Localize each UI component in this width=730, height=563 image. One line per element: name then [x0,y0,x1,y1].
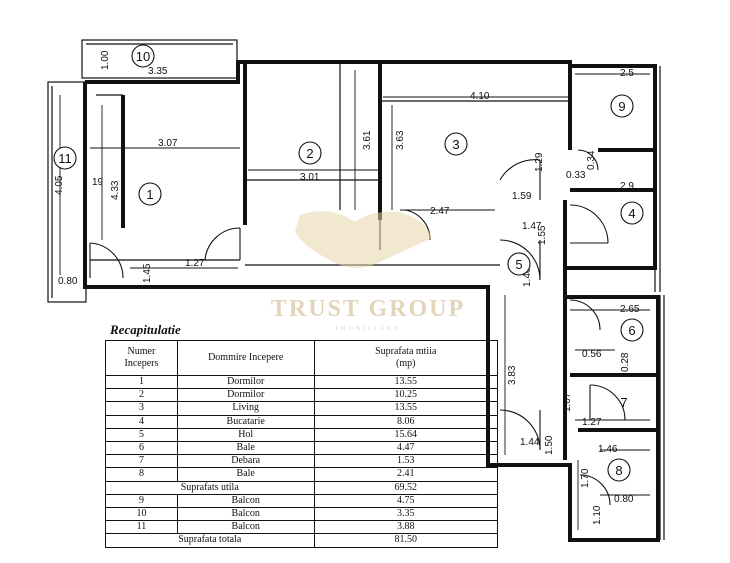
room-3-marker: 3 [444,132,468,156]
col-header-area: Suprafata mtiia (mp) [313,340,499,376]
svg-text:6: 6 [628,323,635,338]
svg-text:10: 10 [136,49,150,64]
room-2-marker: 2 [298,141,322,165]
dim-label: 1.27 [185,258,205,269]
recap-title: Recapitulatie [110,322,181,337]
dim-label: 4.33 [110,180,121,200]
dim-label: 3.63 [395,130,406,150]
col-header-num: Numer Incepers [105,340,178,376]
svg-text:5: 5 [515,257,522,272]
dim-label: 1.44 [520,437,540,448]
dim-label: 0.34 [586,150,597,170]
dim-label: 1.00 [100,50,111,70]
dim-label: 2.47 [430,206,450,217]
dim-label: 0.80 [58,276,78,287]
dim-label: 1.45 [142,263,153,283]
svg-text:2: 2 [306,146,313,161]
dim-label: 3.07 [158,138,178,149]
dim-label: 1.70 [580,468,591,488]
room-10-marker: 10 [131,44,155,68]
dim-label: 1.46 [598,444,618,455]
svg-text:3: 3 [452,137,459,152]
dim-label: 1.29 [534,152,545,172]
dim-label: 2.9 [620,181,634,192]
svg-text:IMOBILIARE: IMOBILIARE [335,326,400,332]
dim-label: 2.5 [620,68,634,79]
svg-text:1: 1 [146,187,153,202]
svg-text:TRUST GROUP: TRUST GROUP [271,296,465,322]
svg-text:11: 11 [58,151,72,166]
dim-label: 19 [92,177,104,188]
dim-label: 1.50 [544,435,555,455]
room-8-marker: 8 [607,458,631,482]
dim-label: 3.83 [507,365,518,385]
dim-label: 0.33 [566,170,586,181]
svg-text:8: 8 [615,463,622,478]
dim-label: 1.40 [522,267,533,287]
dim-label: 1.27 [582,417,602,428]
dim-label: 4.05 [54,175,65,195]
trust-group-watermark: TRUST GROUP IMOBILIARE [271,211,465,332]
dim-label: 1.55 [537,225,548,245]
dim-label: 4.10 [470,91,490,102]
svg-text:9: 9 [618,99,625,114]
room-11-marker: 11 [53,146,77,170]
room-5-marker: 5 [507,252,531,276]
dim-label: 1.59 [512,191,532,202]
dim-label: 3.61 [362,130,373,150]
col-header-name: Dommire Incepere [176,340,315,376]
dim-label: 0.80 [614,494,634,505]
room-4-marker: 4 [620,201,644,225]
room-9-marker: 9 [610,94,634,118]
balcony-10-outline [81,39,238,79]
dim-label: 1.07 [562,392,573,412]
dim-label: 1.10 [592,505,603,525]
dim-label: 1.47 [522,221,542,232]
dim-label: 0.56 [582,349,602,360]
dim-label: 0.28 [620,352,631,372]
dim-label: 2.65 [620,304,640,315]
dim-label: 3.01 [300,172,320,183]
room-6-marker: 6 [620,318,644,342]
room-7-marker: 7 [620,395,627,410]
svg-text:4: 4 [628,206,635,221]
recap-table: Numer Incepers Dommire Incepere Suprafat… [105,340,499,548]
dim-label: 3.35 [148,66,168,77]
svg-text:7: 7 [620,395,627,410]
room-1-marker: 1 [138,182,162,206]
